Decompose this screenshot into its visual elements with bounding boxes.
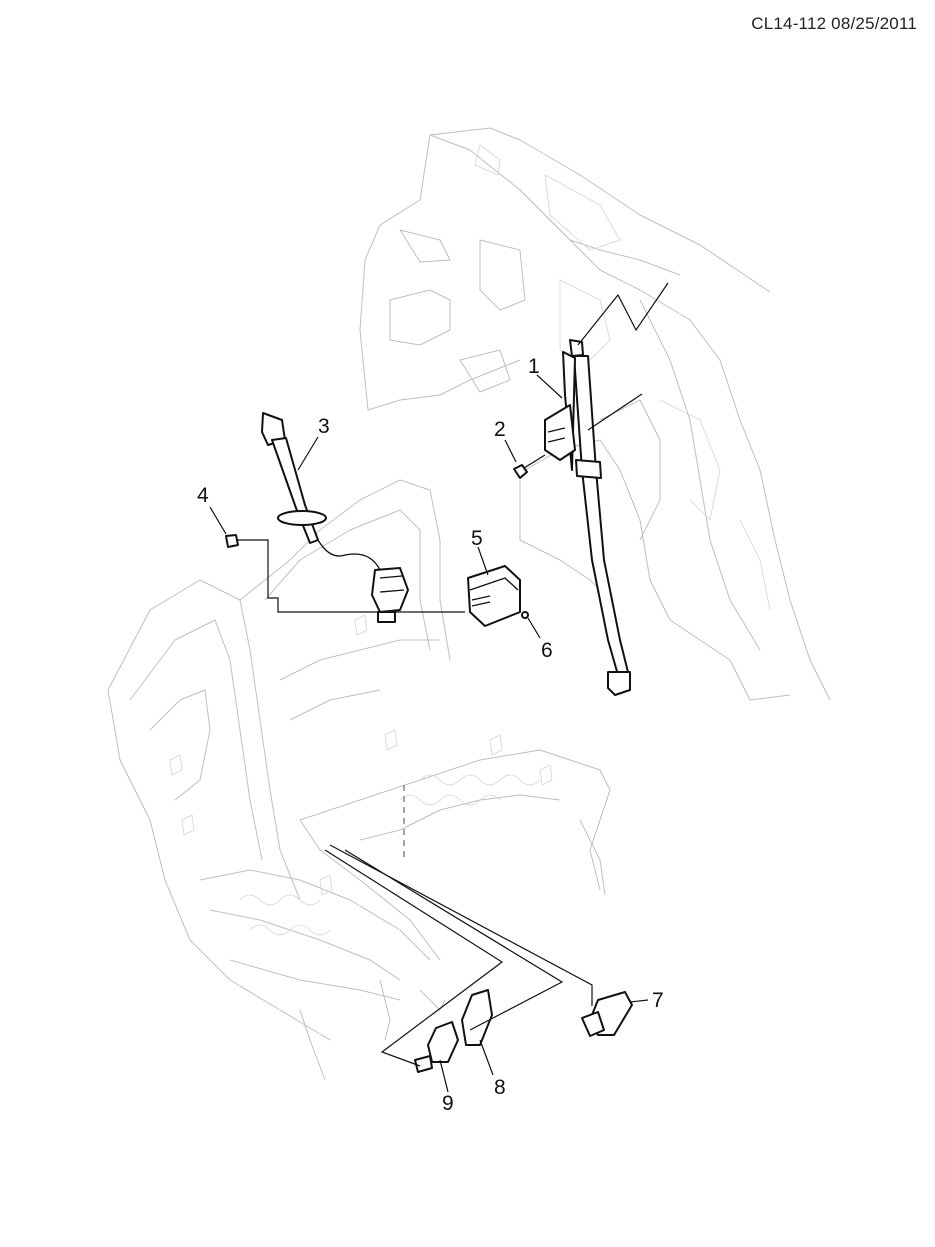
part-1-seat-belt <box>544 339 631 696</box>
drawing-code: CL14-112 08/25/2011 <box>751 14 917 33</box>
part-9-buckle <box>414 1021 459 1073</box>
part-2-bolt <box>513 454 546 479</box>
leader-lines <box>209 282 669 1093</box>
body-side-panel <box>359 127 831 701</box>
callout-1: 1 <box>528 355 540 378</box>
callout-8: 8 <box>494 1076 506 1099</box>
part-6-nut <box>521 611 529 619</box>
part-3-center-belt <box>261 412 409 623</box>
part-8-buckle <box>461 989 493 1046</box>
part-7-buckle <box>581 991 633 1037</box>
part-4-clip <box>225 534 465 613</box>
callout-4: 4 <box>197 484 209 507</box>
callout-7: 7 <box>652 989 664 1012</box>
callout-9: 9 <box>442 1092 454 1115</box>
callout-6: 6 <box>541 639 553 662</box>
callout-2: 2 <box>494 418 506 441</box>
callout-5: 5 <box>471 527 483 550</box>
rear-seat-frame <box>107 479 611 1081</box>
part-5-module <box>467 565 521 627</box>
callout-labels: 1 2 3 4 5 6 7 8 9 <box>197 355 664 1115</box>
callout-3: 3 <box>318 415 330 438</box>
